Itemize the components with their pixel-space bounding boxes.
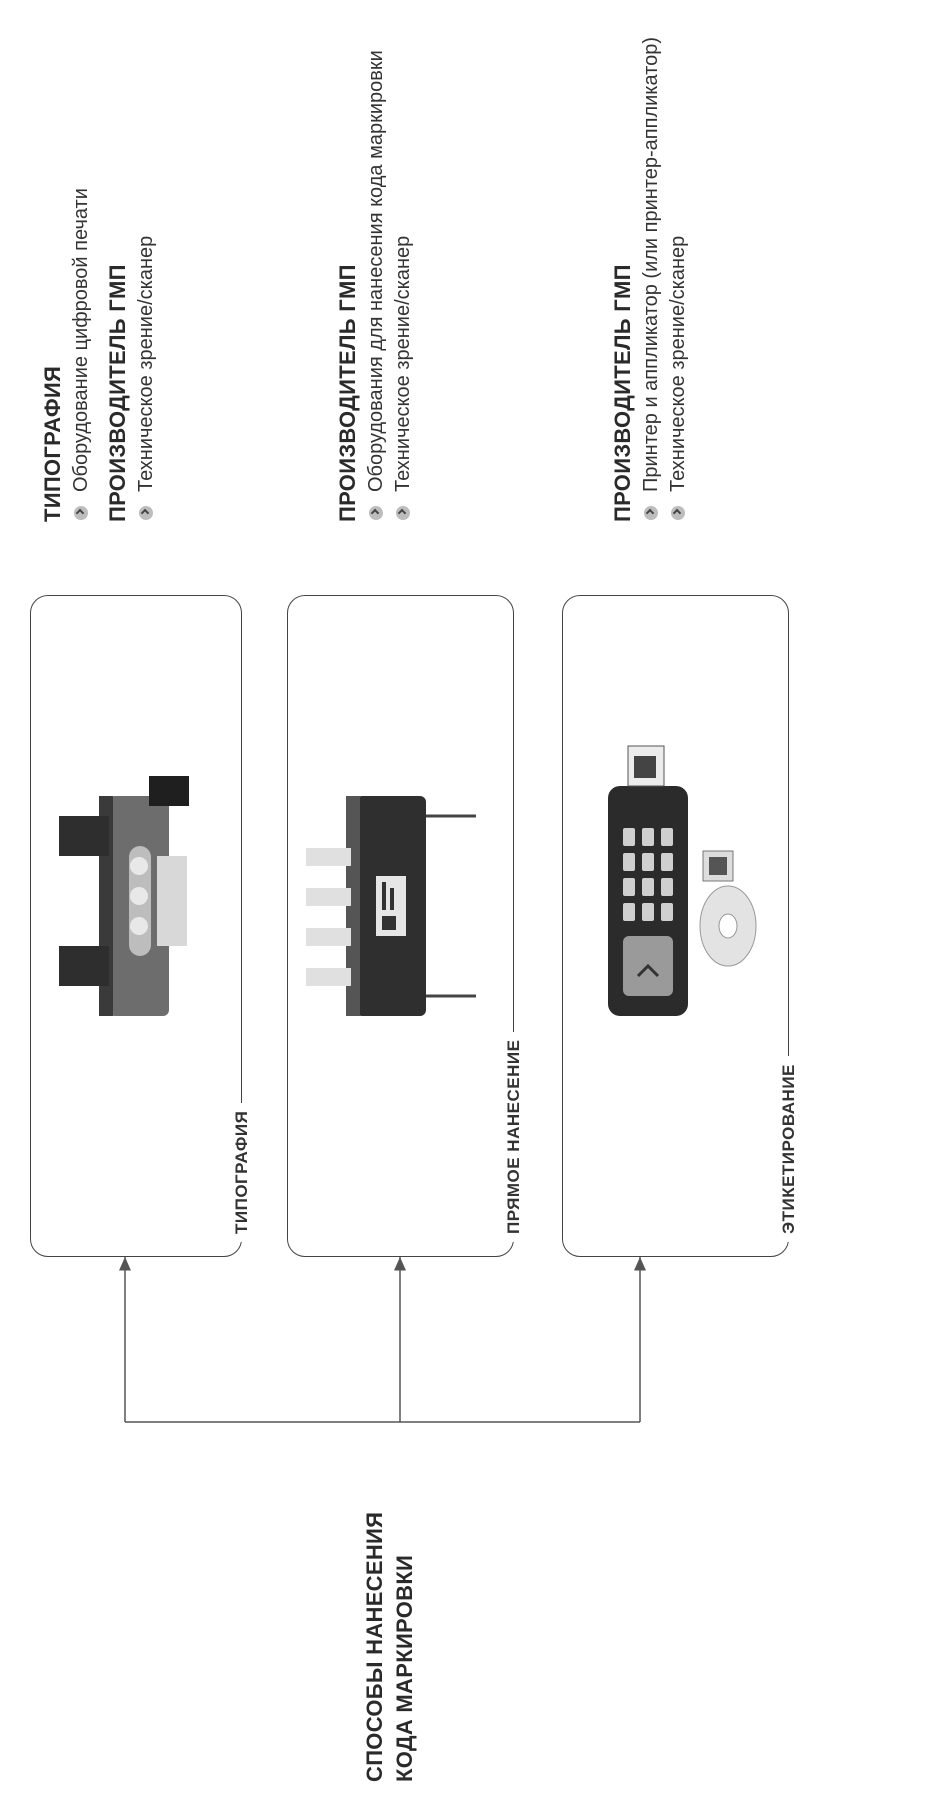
chevron-bullet-icon: [74, 506, 88, 520]
info-heading-manufacturer: ПРОИЗВОДИТЕЛЬ ГМП: [610, 264, 635, 522]
info-heading-tipography: ТИПОГРАФИЯ: [40, 365, 65, 522]
info-tipography: ТИПОГРАФИЯ Оборудование цифровой печати …: [40, 22, 170, 522]
info-heading-manufacturer: ПРОИЗВОДИТЕЛЬ ГМП: [105, 264, 130, 522]
info-labeling: ПРОИЗВОДИТЕЛЬ ГМП Принтер и аппликатор (…: [610, 12, 702, 522]
card-label-direct: ПРЯМОЕ НАНЕСЕНИЕ: [504, 1031, 524, 1242]
chevron-bullet-icon: [369, 506, 383, 520]
info-item: Оборудования для нанесения кода маркиров…: [363, 12, 390, 522]
card-direct: ПРЯМОЕ НАНЕСЕНИЕ: [287, 595, 524, 1257]
info-item: Принтер и аппликатор (или принтер-апплик…: [638, 12, 665, 522]
chevron-bullet-icon: [644, 506, 658, 520]
card-labeling: ЭТИКЕТИРОВАНИЕ: [562, 595, 799, 1257]
print-head-illustration: [306, 796, 476, 1016]
info-direct: ПРОИЗВОДИТЕЛЬ ГМП Оборудования для нанес…: [335, 12, 427, 522]
scanner-and-label-roll-illustration: [608, 745, 757, 1016]
chevron-bullet-icon: [671, 506, 685, 520]
info-item: Техническое зрение/сканер: [390, 12, 417, 522]
printing-press-illustration: [59, 776, 189, 1016]
card-label-labeling: ЭТИКЕТИРОВАНИЕ: [779, 1056, 799, 1242]
chevron-bullet-icon: [139, 506, 153, 520]
info-item: Техническое зрение/сканер: [133, 22, 160, 522]
card-tipography: ТИПОГРАФИЯ: [30, 595, 252, 1257]
info-item: Техническое зрение/сканер: [665, 12, 692, 522]
card-label-tipography: ТИПОГРАФИЯ: [232, 1102, 252, 1242]
info-heading-manufacturer: ПРОИЗВОДИТЕЛЬ ГМП: [335, 264, 360, 522]
chevron-bullet-icon: [396, 506, 410, 520]
info-item: Оборудование цифровой печати: [68, 22, 95, 522]
